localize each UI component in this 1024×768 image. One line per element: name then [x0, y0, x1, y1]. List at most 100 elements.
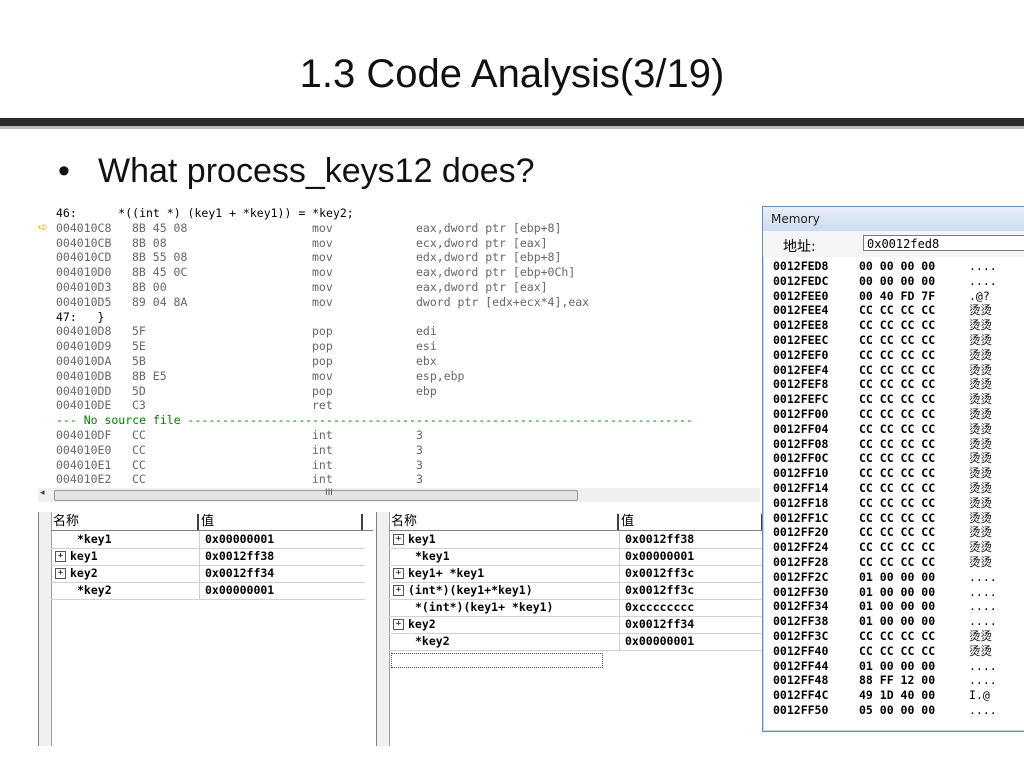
- instruction-mnemonic: pop: [312, 354, 333, 368]
- instruction-operands: 3: [416, 442, 423, 457]
- memory-bytes: 01 00 00 00: [859, 658, 936, 673]
- expand-icon[interactable]: +: [55, 551, 66, 562]
- new-watch-input[interactable]: [391, 653, 603, 668]
- memory-bytes: CC CC CC CC: [859, 510, 936, 525]
- watch-row[interactable]: +(int*)(key1+*key1)0x0012ff3c: [389, 582, 763, 600]
- watch-name-text: *key2: [77, 583, 112, 597]
- scroll-left-arrow-icon[interactable]: ◂: [40, 488, 45, 498]
- column-header-value[interactable]: 值: [199, 514, 363, 530]
- memory-bytes: 00 00 00 00: [859, 273, 936, 288]
- disassembly-view[interactable]: ➪ 46: *((int *) (key1 + *key1)) = *key2;…: [38, 196, 760, 488]
- instruction-operands: edi: [416, 324, 437, 339]
- current-instruction-arrow: ➪: [38, 220, 49, 234]
- memory-chars: 烫烫: [969, 407, 992, 421]
- memory-bytes: CC CC CC CC: [859, 392, 936, 407]
- memory-chars: ....: [969, 569, 997, 584]
- memory-address: 0012FF50: [773, 703, 829, 717]
- memory-address: 0012FF14: [773, 481, 829, 495]
- memory-chars: 烫烫: [969, 436, 992, 451]
- expand-icon[interactable]: +: [393, 568, 404, 579]
- column-header-name[interactable]: 名称: [389, 514, 619, 530]
- memory-chars: 烫烫: [969, 510, 992, 525]
- memory-chars: 烫烫: [969, 495, 992, 510]
- memory-title-bar[interactable]: Memory: [763, 207, 1024, 231]
- watch-name-text: key2: [70, 566, 98, 580]
- memory-chars: 烫烫: [969, 451, 992, 466]
- column-header-value[interactable]: 值: [619, 514, 763, 530]
- memory-bytes: CC CC CC CC: [859, 643, 936, 658]
- column-divider: [619, 565, 620, 582]
- watch-value: 0xcccccccc: [625, 600, 695, 614]
- instruction-bytes: C3: [132, 398, 146, 413]
- instruction-operands: edx,dword ptr [ebp+8]: [416, 250, 562, 265]
- scroll-thumb[interactable]: III: [54, 488, 578, 501]
- instruction-mnemonic: mov: [312, 368, 333, 383]
- instruction-address: 004010DB: [56, 368, 112, 383]
- column-header-name[interactable]: 名称: [51, 514, 199, 530]
- memory-bytes: CC CC CC CC: [859, 347, 936, 362]
- expand-icon[interactable]: +: [393, 585, 404, 596]
- expand-icon[interactable]: +: [393, 619, 404, 630]
- expand-icon[interactable]: +: [393, 534, 404, 545]
- watch-name-text: key1: [70, 549, 98, 563]
- instruction-operands: dword ptr [edx+ecx*4],eax: [416, 294, 590, 309]
- disassembly-horizontal-scrollbar[interactable]: ◂ III: [38, 488, 760, 502]
- instruction-address: 004010E2: [56, 472, 112, 487]
- watch-value: 0x0012ff38: [625, 532, 695, 546]
- pane-gutter: [39, 512, 52, 746]
- watch-name-text: key1+ *key1: [408, 566, 485, 580]
- instruction-address: 004010CD: [56, 250, 112, 265]
- memory-address: 0012FF00: [773, 407, 829, 421]
- instruction-mnemonic: pop: [312, 383, 333, 398]
- instruction-address: 004010D0: [56, 265, 112, 280]
- expand-icon[interactable]: +: [55, 568, 66, 579]
- address-input[interactable]: 0x0012fed8: [863, 235, 1024, 251]
- instruction-bytes: 8B 45 0C: [132, 265, 188, 280]
- watch-row[interactable]: *(int*)(key1+ *key1)0xcccccccc: [389, 599, 763, 617]
